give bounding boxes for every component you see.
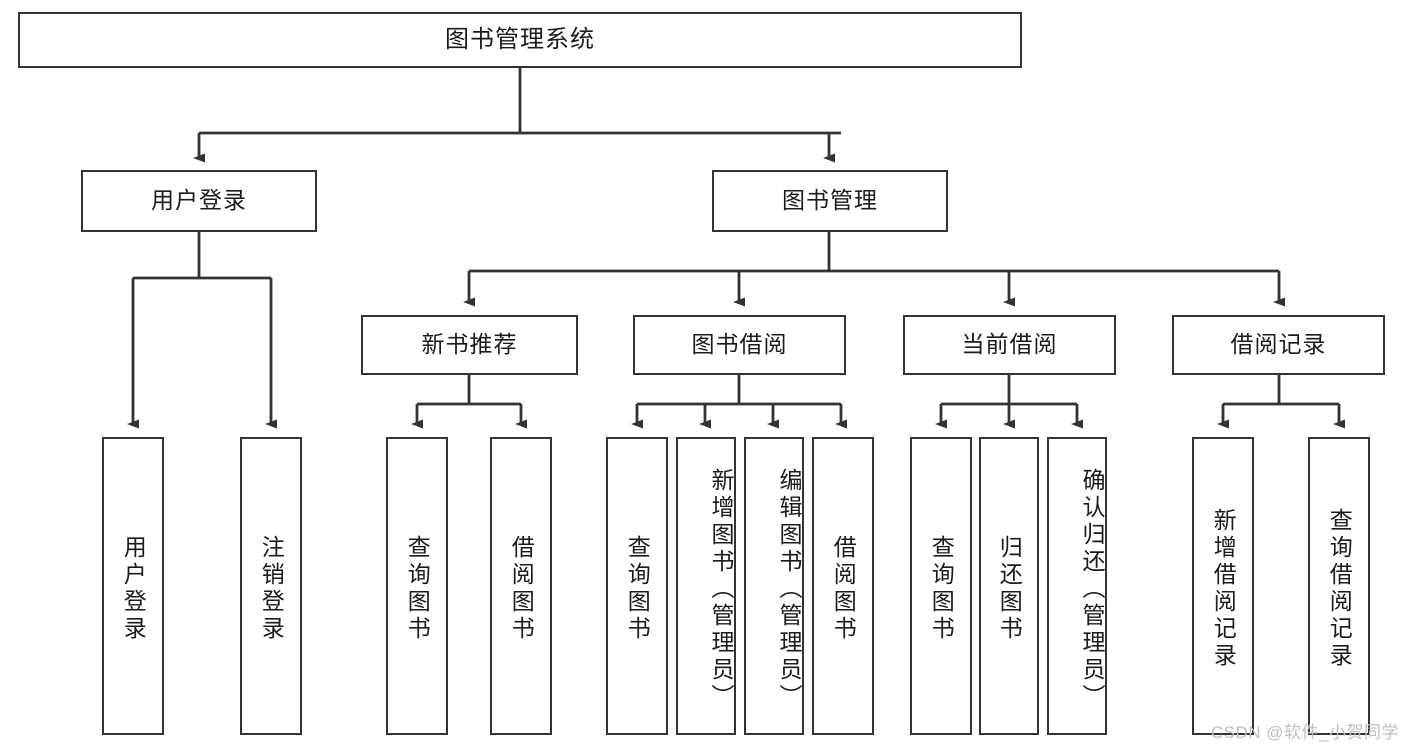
node-label: 借阅图书 bbox=[830, 535, 857, 643]
node-label: 新增借阅记录 bbox=[1210, 508, 1237, 670]
node-label: 编辑图书（管理员） bbox=[776, 467, 802, 711]
node-label: 用户登录 bbox=[120, 535, 147, 643]
leaf-confirm-return-admin[interactable]: 确认归还（管理员） bbox=[1047, 437, 1107, 735]
leaf-query-book-borrow[interactable]: 查询图书 bbox=[606, 437, 668, 735]
leaf-return-book[interactable]: 归还图书 bbox=[979, 437, 1039, 735]
leaf-borrow-book-recommend[interactable]: 借阅图书 bbox=[490, 437, 552, 735]
node-label: 查询图书 bbox=[928, 535, 955, 643]
leaf-borrow-book[interactable]: 借阅图书 bbox=[812, 437, 874, 735]
node-user-login[interactable]: 用户登录 bbox=[81, 170, 317, 232]
leaf-add-borrow-record[interactable]: 新增借阅记录 bbox=[1192, 437, 1254, 735]
node-book-management[interactable]: 图书管理 bbox=[712, 170, 948, 232]
node-label: 新书推荐 bbox=[421, 331, 518, 358]
leaf-query-book-current[interactable]: 查询图书 bbox=[910, 437, 972, 735]
node-label: 用户登录 bbox=[151, 187, 247, 214]
node-label: 图书管理系统 bbox=[445, 25, 595, 53]
node-borrow-record[interactable]: 借阅记录 bbox=[1172, 315, 1385, 375]
leaf-user-logout[interactable]: 注销登录 bbox=[240, 437, 302, 735]
node-label: 借阅记录 bbox=[1230, 331, 1327, 358]
node-label: 查询图书 bbox=[404, 535, 431, 643]
leaf-query-borrow-record[interactable]: 查询借阅记录 bbox=[1308, 437, 1370, 735]
leaf-edit-book-admin[interactable]: 编辑图书（管理员） bbox=[744, 437, 804, 735]
node-new-book-recommend[interactable]: 新书推荐 bbox=[361, 315, 578, 375]
node-label: 借阅图书 bbox=[508, 535, 535, 643]
node-current-borrow[interactable]: 当前借阅 bbox=[903, 315, 1116, 375]
node-label: 归还图书 bbox=[996, 535, 1023, 643]
node-label: 确认归还（管理员） bbox=[1079, 467, 1105, 711]
node-root-system[interactable]: 图书管理系统 bbox=[18, 12, 1022, 68]
node-label: 查询图书 bbox=[624, 535, 651, 643]
node-label: 当前借阅 bbox=[961, 331, 1058, 358]
node-label: 图书管理 bbox=[782, 187, 878, 214]
node-label: 新增图书（管理员） bbox=[708, 467, 734, 711]
node-label: 注销登录 bbox=[258, 535, 285, 643]
node-label: 查询借阅记录 bbox=[1326, 508, 1353, 670]
node-label: 图书借阅 bbox=[691, 331, 788, 358]
watermark-text: CSDN @软件_小贺同学 bbox=[1210, 723, 1399, 742]
leaf-add-book-admin[interactable]: 新增图书（管理员） bbox=[676, 437, 736, 735]
node-book-borrow[interactable]: 图书借阅 bbox=[633, 315, 846, 375]
leaf-user-login[interactable]: 用户登录 bbox=[102, 437, 164, 735]
leaf-query-book-recommend[interactable]: 查询图书 bbox=[386, 437, 448, 735]
